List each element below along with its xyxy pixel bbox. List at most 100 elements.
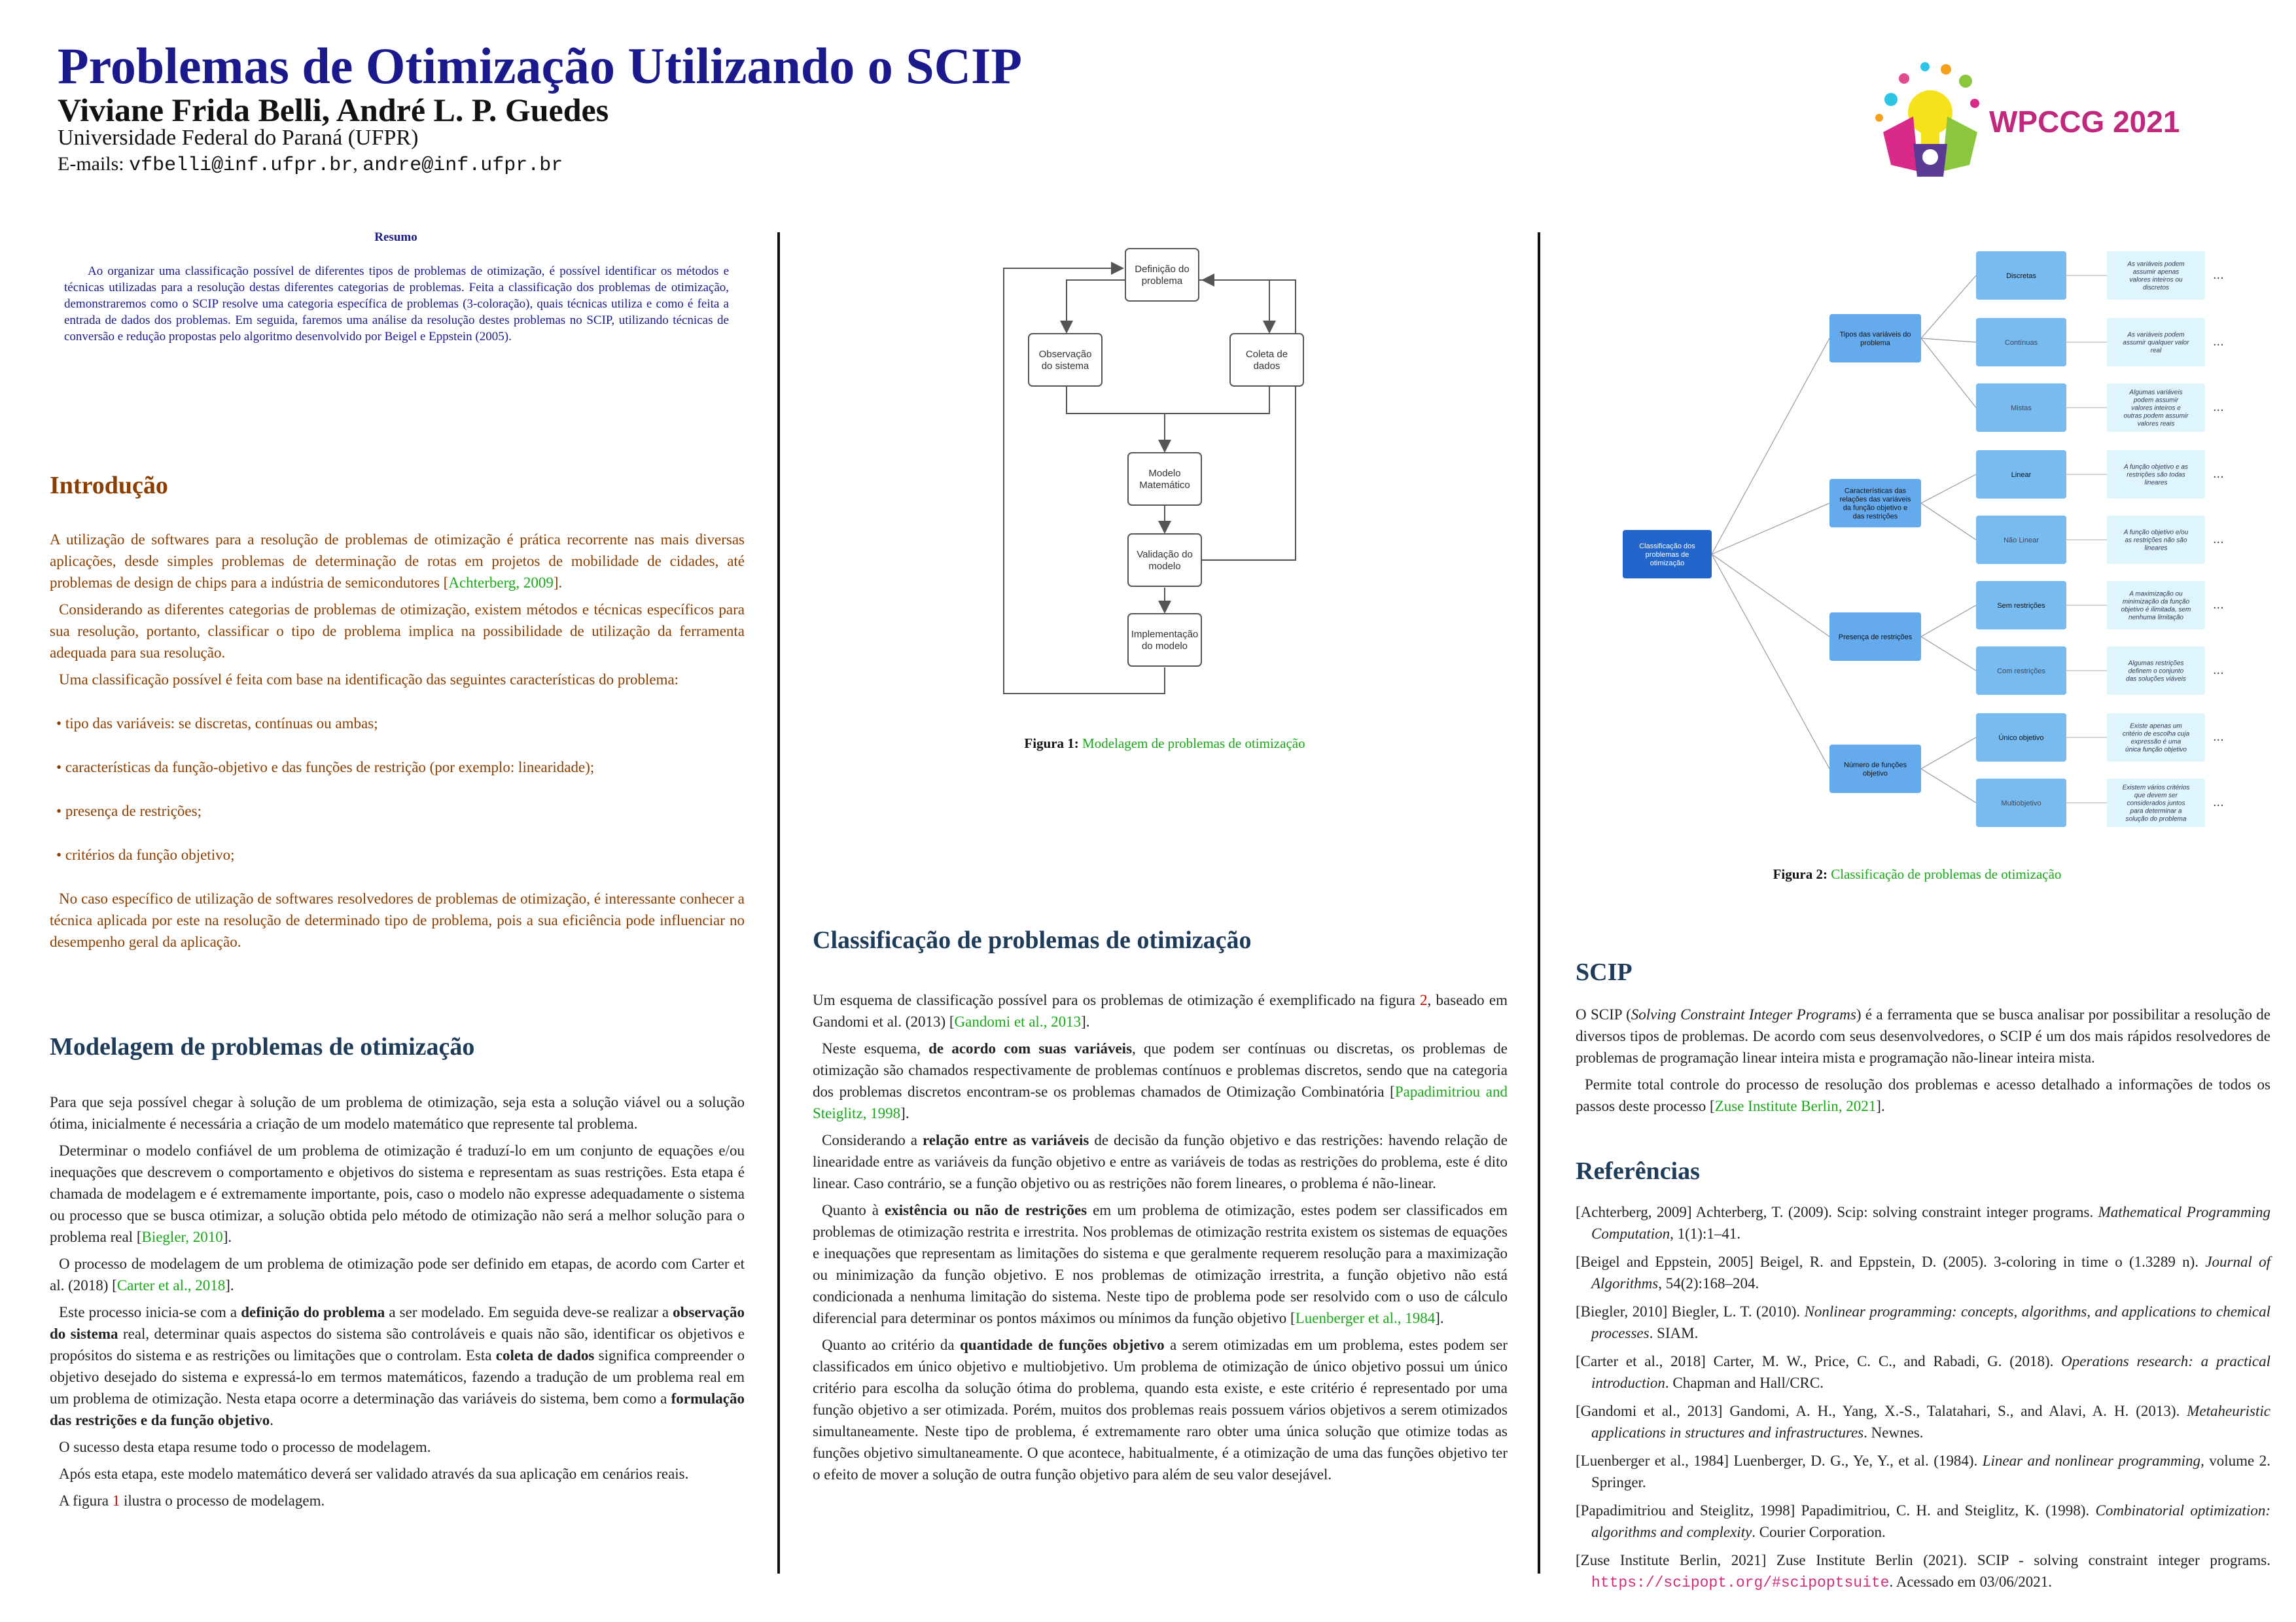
email-link[interactable]: vfbelli@inf.ufpr.br bbox=[129, 154, 353, 177]
root-node bbox=[1623, 530, 1712, 578]
paragraph: Determinar o modelo confiável de um prob… bbox=[50, 1142, 745, 1245]
leaf-node bbox=[1976, 581, 2066, 629]
category-node bbox=[1829, 479, 1921, 527]
node-label: do modelo bbox=[1142, 641, 1188, 652]
authors: Viviane Frida Belli, André L. P. Guedes bbox=[58, 92, 609, 128]
bullet-item: • características da função-objetivo e d… bbox=[56, 759, 595, 775]
note-node-label: valores inteiros e bbox=[2131, 405, 2181, 412]
figure-2-caption: Figura 2: Classificação de problemas de … bbox=[1773, 866, 2062, 882]
node-label: Modelo bbox=[1148, 468, 1180, 479]
root-node-label: otimização bbox=[1650, 559, 1685, 567]
category-node-label: Presença de restrições bbox=[1839, 633, 1913, 641]
citation-link[interactable]: Gandomi et al., 2013 bbox=[954, 1014, 1082, 1030]
tree-edge bbox=[1920, 636, 1977, 671]
leaf-node-label: Com restrições bbox=[1997, 667, 2045, 675]
note-node-label: assumir qualquer valor bbox=[2123, 340, 2189, 347]
citation-link[interactable]: Biegler, 2010 bbox=[141, 1229, 223, 1245]
leaf-node-label: Linear bbox=[2011, 471, 2032, 479]
affiliation: Universidade Federal do Paraná (UFPR) bbox=[58, 126, 419, 150]
note-node-label: valores inteiros ou bbox=[2129, 277, 2183, 284]
section-heading-introducao: Introdução bbox=[50, 472, 168, 499]
reference-item: [Zuse Institute Berlin, 2021] Zuse Insti… bbox=[1576, 1552, 2270, 1591]
tree-edge bbox=[1920, 737, 1977, 769]
paragraph: A utilização de softwares para a resoluç… bbox=[50, 531, 745, 591]
tree-edge bbox=[1920, 338, 1977, 408]
reference-item: [Biegler, 2010] Biegler, L. T. (2010). N… bbox=[1576, 1303, 2271, 1341]
category-node-label: Características das bbox=[1845, 487, 1907, 495]
paragraph: Para que seja possível chegar à solução … bbox=[50, 1094, 745, 1132]
email-link[interactable]: andre@inf.ufpr.br bbox=[362, 154, 563, 177]
tree-edge bbox=[1711, 554, 1830, 637]
note-node-label: critério de escolha cuja bbox=[2123, 731, 2190, 738]
citation-link[interactable]: Carter et al., 2018 bbox=[116, 1277, 226, 1294]
note-node bbox=[2107, 251, 2205, 300]
ellipsis-marker: ... bbox=[2213, 334, 2224, 349]
note-node bbox=[2107, 383, 2205, 432]
note-node-label: definem o conjunto bbox=[2128, 668, 2184, 675]
section-heading-classificacao: Classificação de problemas de otimização bbox=[813, 926, 1252, 954]
paragraph: Neste esquema, de acordo com suas variáv… bbox=[813, 1040, 1508, 1121]
leaf-node bbox=[1976, 318, 2066, 366]
logo-text: WPCCG 2021 bbox=[1989, 105, 2180, 139]
note-node-label: assumir apenas bbox=[2133, 269, 2180, 276]
citation-link[interactable]: Achterberg, 2009 bbox=[448, 574, 554, 591]
note-node-label: nenhuma limitação bbox=[2128, 614, 2183, 622]
citation-link[interactable]: Zuse Institute Berlin, 2021 bbox=[1714, 1098, 1877, 1114]
tree-edge bbox=[1920, 502, 1977, 540]
node-label: Definição do bbox=[1135, 264, 1189, 275]
ellipsis-marker: ... bbox=[2213, 730, 2224, 744]
note-node-label: A função objetivo e/ou bbox=[2123, 529, 2189, 537]
tree-edge bbox=[1920, 768, 1977, 803]
citation-link[interactable]: Luenberger et al., 1984 bbox=[1295, 1310, 1436, 1326]
tree-edge bbox=[1920, 338, 1977, 343]
ellipsis-marker: ... bbox=[2213, 467, 2224, 481]
abstract-title: Resumo bbox=[374, 230, 417, 244]
bullet-item: • critérios da função objetivo; bbox=[56, 847, 235, 863]
node-label: do sistema bbox=[1042, 361, 1089, 372]
paragraph: O SCIP (Solving Constraint Integer Progr… bbox=[1576, 1006, 2271, 1066]
figure-ref-link[interactable]: 2 bbox=[1420, 992, 1428, 1008]
citation-link[interactable]: Papadimitriou and Steiglitz, 1998 bbox=[813, 1084, 1508, 1121]
note-node bbox=[2107, 713, 2205, 762]
reference-item: [Achterberg, 2009] Achterberg, T. (2009)… bbox=[1576, 1204, 2270, 1242]
ellipsis-marker: ... bbox=[2213, 532, 2224, 546]
tree-edge bbox=[1920, 605, 1977, 637]
leaf-node bbox=[1976, 516, 2066, 564]
note-node bbox=[2107, 516, 2205, 564]
wpccg-logo: WPCCG 2021 bbox=[1875, 62, 2180, 177]
note-node-label: que devem ser bbox=[2134, 792, 2178, 800]
leaf-node bbox=[1976, 251, 2066, 300]
note-node-label: minimização da função bbox=[2123, 599, 2190, 606]
classificacao-body: Um esquema de classificação possível par… bbox=[813, 989, 1508, 1490]
node-label: problema bbox=[1142, 275, 1183, 287]
emails: E-mails: vfbelli@inf.ufpr.br, andre@inf.… bbox=[58, 153, 563, 177]
category-node-label: da função objetivo e bbox=[1843, 504, 1907, 512]
note-node-label: restrições são todas bbox=[2127, 472, 2185, 479]
references-list: [Achterberg, 2009] Achterberg, T. (2009)… bbox=[1576, 1201, 2270, 1600]
leaf-node-label: Mistas bbox=[2011, 404, 2032, 412]
node-label: Coleta de bbox=[1246, 349, 1288, 360]
leaf-node bbox=[1976, 779, 2066, 827]
figure-ref-link[interactable]: 1 bbox=[112, 1492, 120, 1509]
reference-item: [Carter et al., 2018] Carter, M. W., Pri… bbox=[1576, 1353, 2271, 1391]
category-node-label: objetivo bbox=[1863, 769, 1888, 777]
url-link[interactable]: https://scipopt.org/#scipoptsuite bbox=[1591, 1574, 1890, 1591]
paragraph: Uma classificação possível é feita com b… bbox=[59, 671, 679, 688]
category-node-label: relações das variáveis bbox=[1840, 495, 1911, 503]
category-node-label: problema bbox=[1860, 339, 1891, 347]
paragraph: O processo de modelagem de um problema d… bbox=[50, 1256, 745, 1294]
paragraph: Um esquema de classificação possível par… bbox=[813, 992, 1508, 1030]
note-node-label: Algumas variáveis bbox=[2128, 389, 2182, 397]
note-node-label: Existem vários critérios bbox=[2123, 785, 2190, 792]
node-implementacao bbox=[1127, 613, 1202, 667]
note-node-label: real bbox=[2151, 347, 2162, 355]
modelagem-body: Para que seja possível chegar à solução … bbox=[50, 1091, 745, 1517]
note-node-label: Algumas restrições bbox=[2127, 660, 2183, 667]
category-node-label: das restrições bbox=[1853, 512, 1898, 520]
node-label: Observação bbox=[1039, 349, 1092, 360]
root-node-label: Classificação dos bbox=[1639, 542, 1695, 550]
bullet-item: • tipo das variáveis: se discretas, cont… bbox=[56, 715, 378, 732]
category-node bbox=[1829, 314, 1921, 362]
note-node-label: As variáveis podem bbox=[2127, 261, 2184, 268]
